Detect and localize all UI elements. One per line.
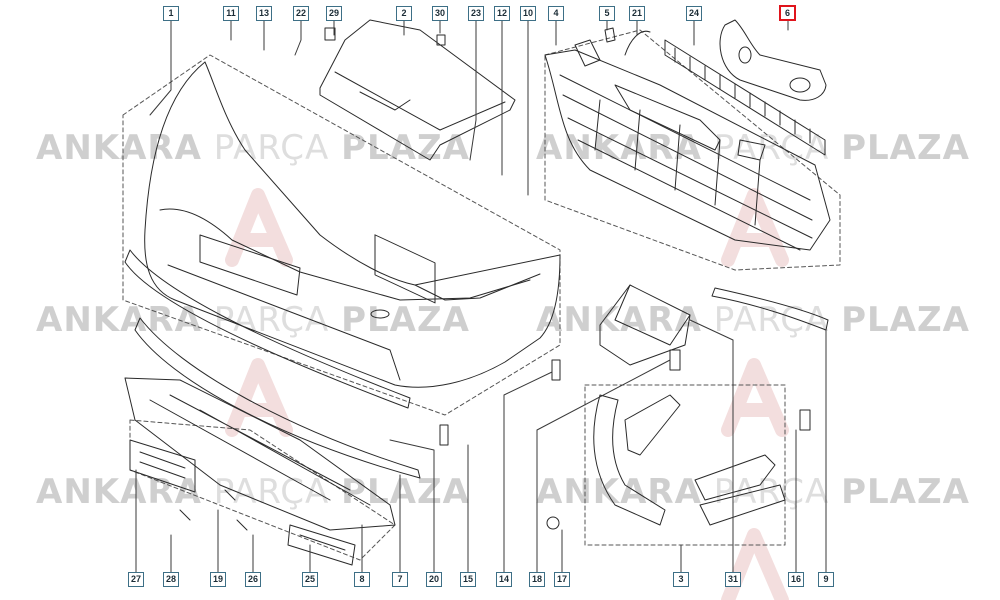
callout-1[interactable]: 1 <box>163 6 179 21</box>
callout-18[interactable]: 18 <box>529 572 545 587</box>
callout-25[interactable]: 25 <box>302 572 318 587</box>
underbody-group-outline <box>129 419 396 561</box>
callout-14[interactable]: 14 <box>496 572 512 587</box>
watermark-logo <box>225 188 789 600</box>
callout-7[interactable]: 7 <box>392 572 408 587</box>
bumper-group-outline <box>122 54 561 416</box>
callout-31[interactable]: 31 <box>725 572 741 587</box>
callout-21[interactable]: 21 <box>629 6 645 21</box>
callout-3[interactable]: 3 <box>673 572 689 587</box>
lower-trim-strip <box>711 287 829 331</box>
callout-4[interactable]: 4 <box>548 6 564 21</box>
callout-20[interactable]: 20 <box>426 572 442 587</box>
callout-19[interactable]: 19 <box>210 572 226 587</box>
callout-26[interactable]: 26 <box>245 572 261 587</box>
callout-22[interactable]: 22 <box>293 6 309 21</box>
callout-29[interactable]: 29 <box>326 6 342 21</box>
leader-lines <box>135 19 827 573</box>
upper-cross-cover <box>319 19 516 304</box>
fastener-kit-box <box>599 284 691 366</box>
callout-24[interactable]: 24 <box>686 6 702 21</box>
left-deflector <box>129 439 196 493</box>
front-bumper-cover <box>144 61 561 388</box>
callout-12[interactable]: 12 <box>494 6 510 21</box>
bracket-group-outline <box>584 384 786 546</box>
fog-lamp-bezel <box>719 19 827 101</box>
callout-11[interactable]: 11 <box>223 6 239 21</box>
callout-2[interactable]: 2 <box>396 6 412 21</box>
grille-group-outline <box>544 29 841 271</box>
grille-brackets <box>574 27 766 161</box>
lower-spoiler <box>134 317 421 479</box>
grille-mesh <box>664 39 826 156</box>
bumper-mounting-bracket <box>593 394 786 526</box>
callout-23[interactable]: 23 <box>468 6 484 21</box>
callout-28[interactable]: 28 <box>163 572 179 587</box>
engine-undertray <box>124 377 396 531</box>
fasteners <box>179 27 811 531</box>
callout-8[interactable]: 8 <box>354 572 370 587</box>
callout-27[interactable]: 27 <box>128 572 144 587</box>
bumper-lower-lip <box>124 249 411 409</box>
callout-30[interactable]: 30 <box>432 6 448 21</box>
callout-13[interactable]: 13 <box>256 6 272 21</box>
callout-6-highlighted[interactable]: 6 <box>779 5 796 21</box>
callout-9[interactable]: 9 <box>818 572 834 587</box>
front-grille <box>544 49 831 251</box>
callout-5[interactable]: 5 <box>599 6 615 21</box>
callout-10[interactable]: 10 <box>520 6 536 21</box>
right-deflector <box>287 524 356 566</box>
callout-15[interactable]: 15 <box>460 572 476 587</box>
callout-17[interactable]: 17 <box>554 572 570 587</box>
callout-16[interactable]: 16 <box>788 572 804 587</box>
